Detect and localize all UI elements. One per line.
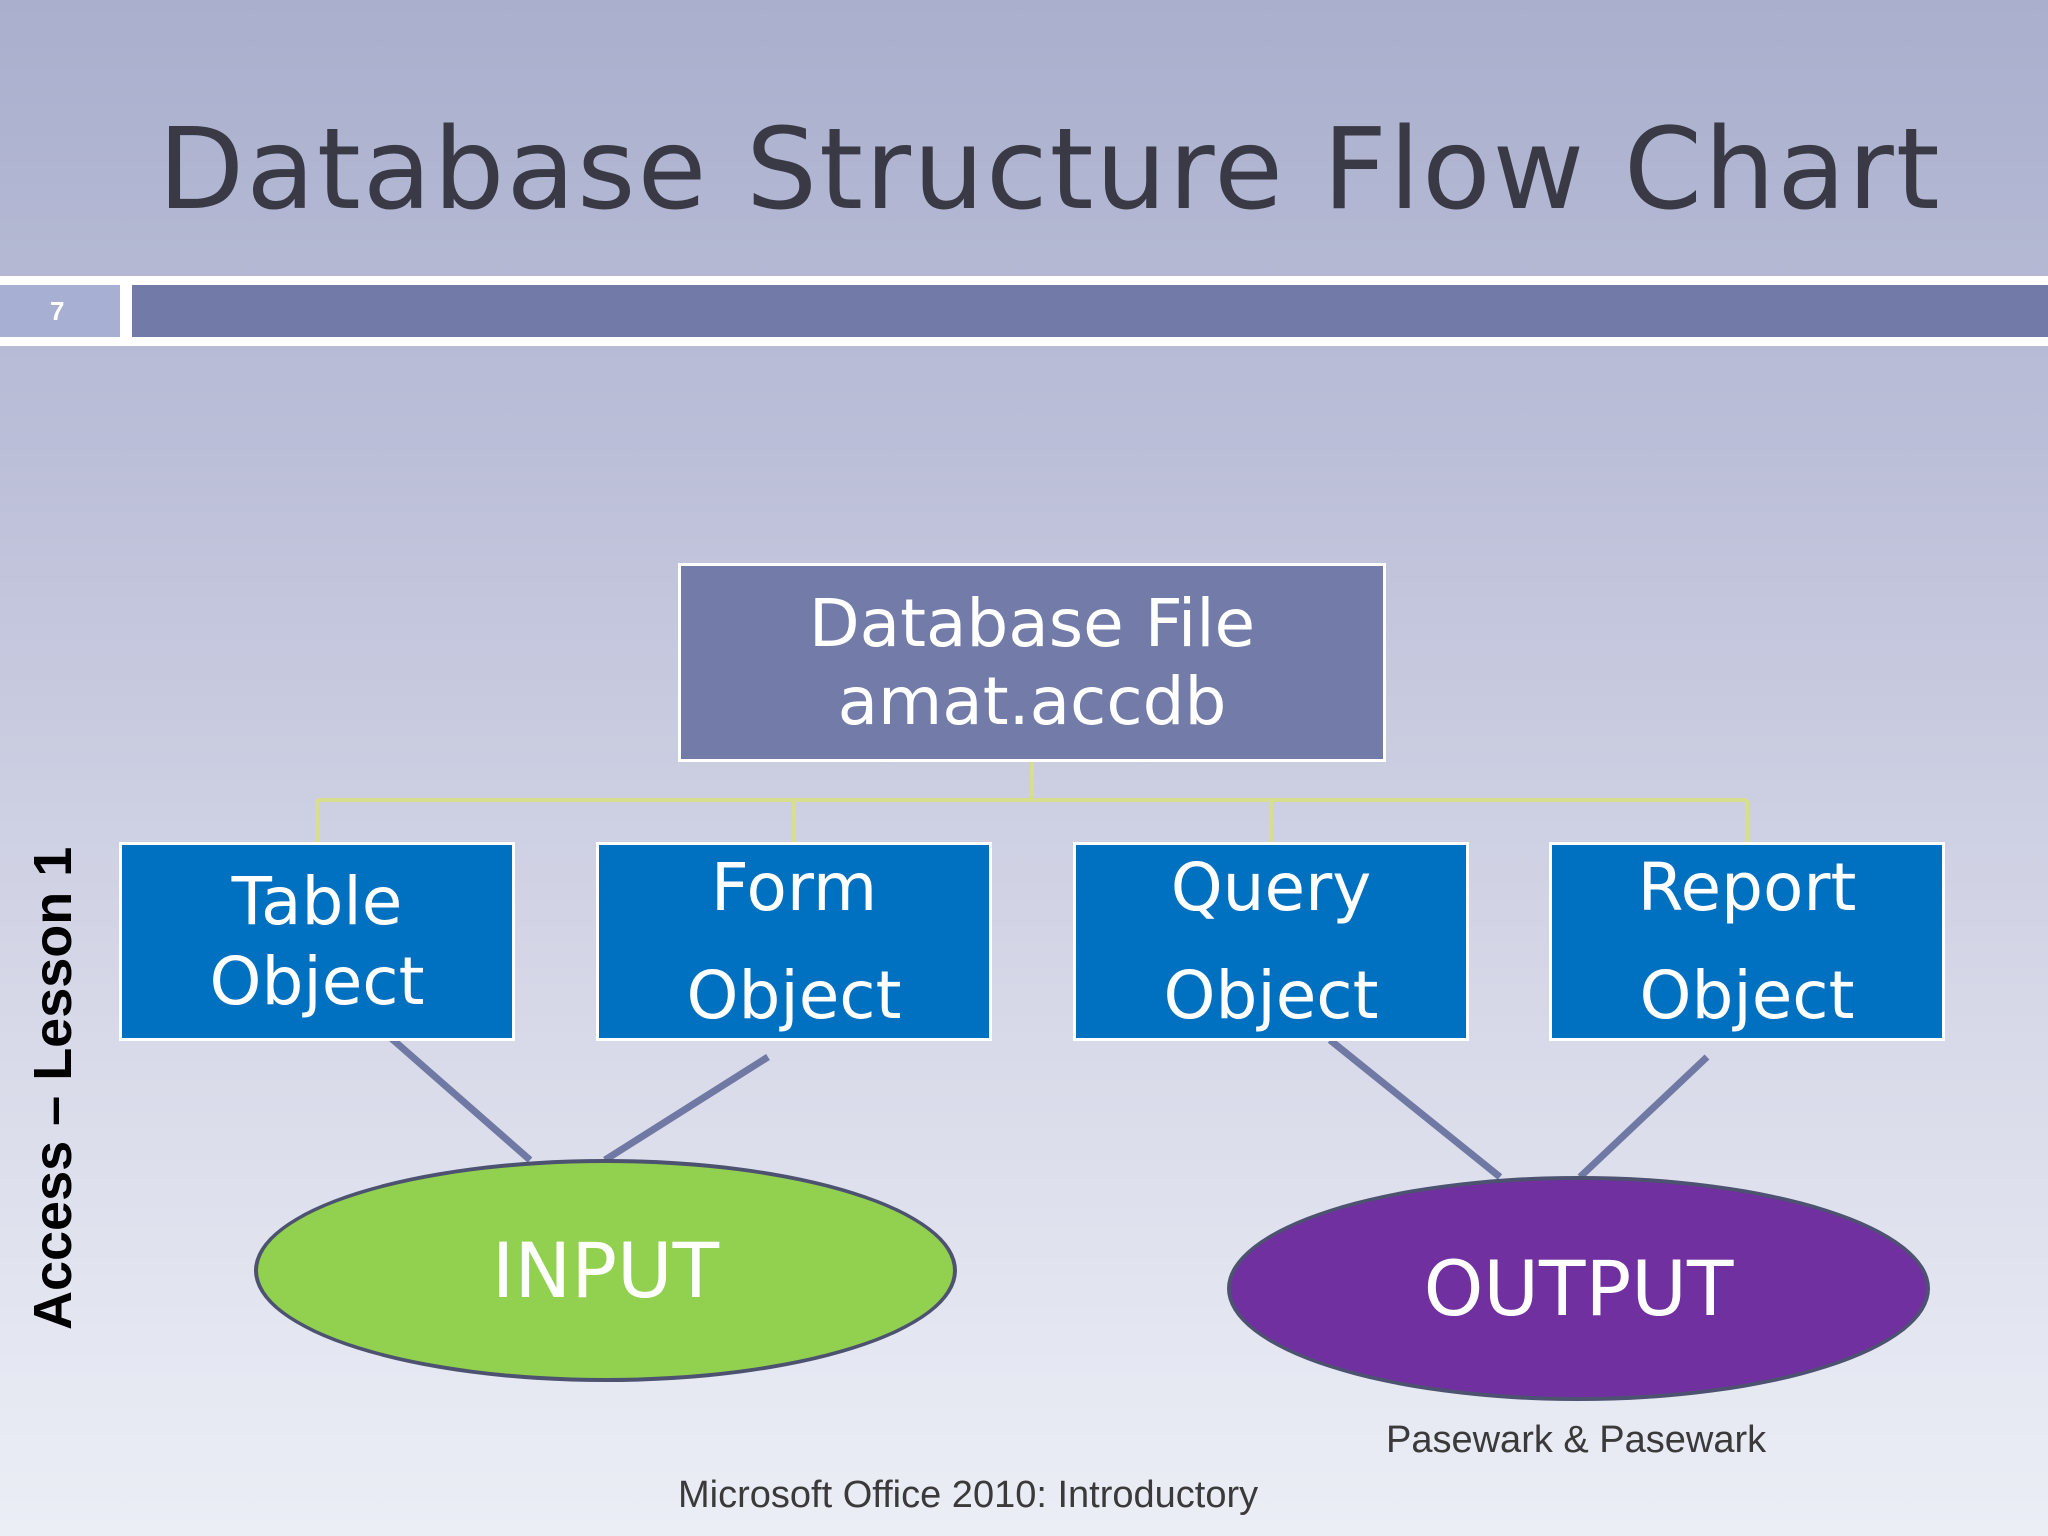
report-object-line2: Object: [1639, 956, 1855, 1034]
report-object-line1: Report: [1637, 848, 1857, 926]
header-rule-top: [0, 276, 2048, 285]
footer-author: Pasewark & Pasewark: [1386, 1419, 1767, 1461]
output-ellipse: OUTPUT: [1227, 1176, 1930, 1401]
table-object-line2: Object: [209, 942, 425, 1020]
table-object-line1: Table: [231, 862, 403, 940]
form-object-box: Form Object: [596, 842, 992, 1041]
form-input-link: [603, 1054, 770, 1163]
query-object-line2: Object: [1163, 956, 1379, 1034]
form-object-line1: Form: [710, 848, 878, 926]
slide-title: Database Structure Flow Chart: [158, 105, 1942, 235]
slide-number: 7: [0, 285, 120, 337]
table-input-link: [372, 1021, 533, 1163]
header-bar: [132, 285, 2048, 337]
query-output-link: [1327, 1037, 1503, 1180]
header-bar-gap: [120, 285, 132, 337]
form-object-line2: Object: [686, 956, 902, 1034]
footer-book: Microsoft Office 2010: Introductory: [678, 1474, 1259, 1516]
io-links: [372, 1021, 1710, 1180]
hierarchy-connectors: [315, 762, 1749, 842]
input-label: INPUT: [491, 1226, 720, 1315]
report-object-box: Report Object: [1549, 842, 1945, 1041]
report-output-link: [1577, 1054, 1710, 1180]
query-object-line1: Query: [1170, 848, 1372, 926]
database-file-name: amat.accdb: [837, 662, 1227, 740]
database-file-box: Database File amat.accdb: [678, 563, 1386, 762]
header-rule-bottom: [0, 337, 2048, 346]
database-file-label: Database File: [808, 584, 1256, 662]
table-object-box: Table Object: [119, 842, 515, 1041]
query-object-box: Query Object: [1073, 842, 1469, 1041]
input-ellipse: INPUT: [254, 1159, 957, 1382]
output-label: OUTPUT: [1423, 1244, 1734, 1333]
